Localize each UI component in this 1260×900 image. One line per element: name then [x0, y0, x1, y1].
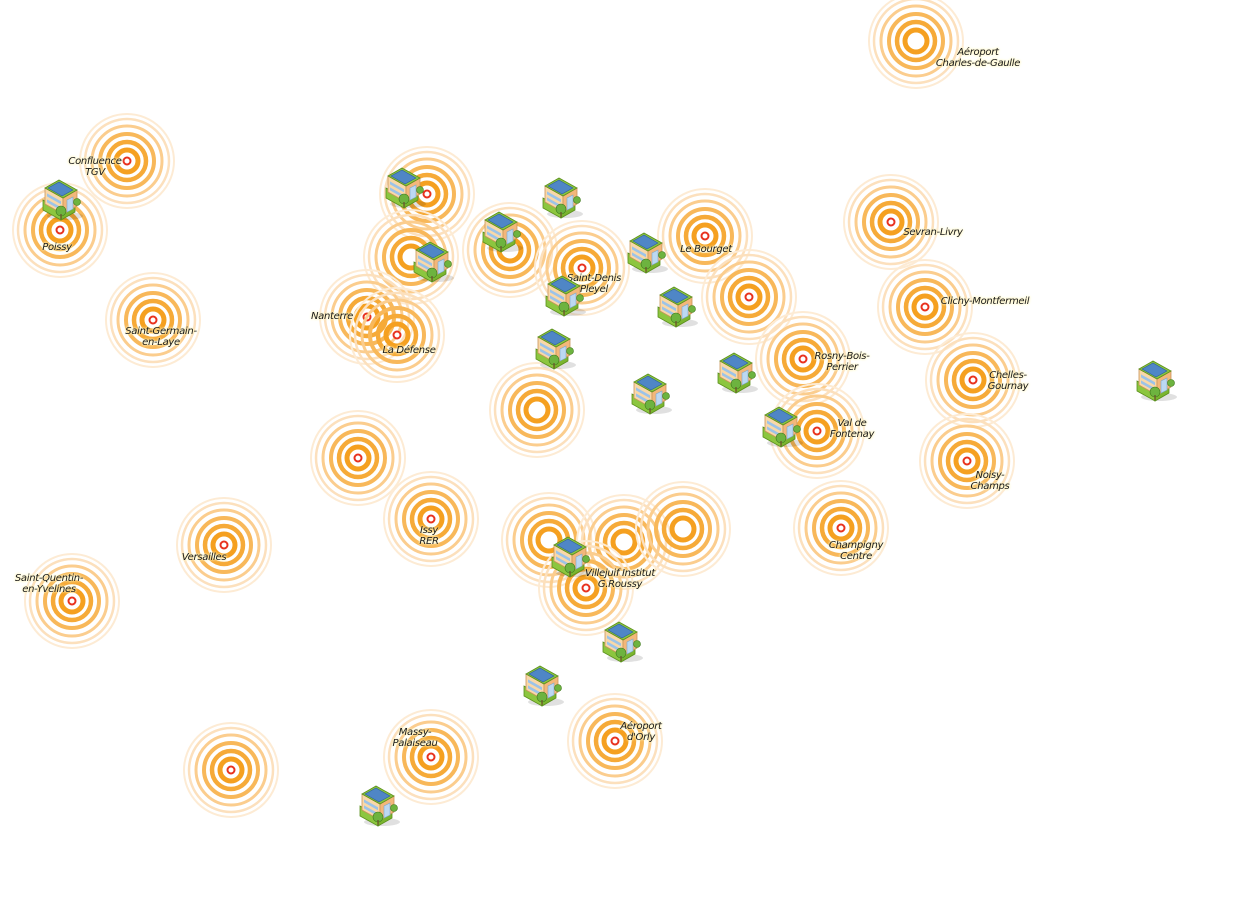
marker-center-dot: [67, 596, 77, 606]
building-icon[interactable]: [599, 620, 645, 664]
station-marker[interactable]: [383, 709, 479, 805]
station-label[interactable]: Villejuif Institut G.Roussy: [585, 568, 655, 590]
marker-center-dot: [610, 736, 620, 746]
station-marker[interactable]: [793, 480, 889, 576]
station-marker[interactable]: [176, 497, 272, 593]
station-marker[interactable]: [183, 722, 279, 818]
building-icon[interactable]: [759, 405, 805, 449]
building-icon[interactable]: [410, 240, 456, 284]
station-marker[interactable]: [919, 413, 1015, 509]
building-icon[interactable]: [520, 664, 566, 708]
building-icon[interactable]: [628, 372, 674, 416]
station-label[interactable]: Noisy- Champs: [970, 470, 1010, 492]
station-marker[interactable]: [310, 410, 406, 506]
marker-center-dot: [219, 540, 229, 550]
building-icon[interactable]: [382, 166, 428, 210]
station-label[interactable]: Saint-Germain- en-Laye: [125, 326, 197, 348]
station-marker[interactable]: [489, 362, 585, 458]
marker-center-dot: [886, 217, 896, 227]
marker-center-dot: [422, 189, 432, 199]
station-label[interactable]: Versailles: [181, 552, 227, 563]
station-label[interactable]: Saint-Quentin- en-Yvelines: [14, 573, 84, 595]
marker-center-dot: [426, 514, 436, 524]
building-icon[interactable]: [532, 327, 578, 371]
marker-center-dot: [581, 583, 591, 593]
station-marker[interactable]: [105, 272, 201, 368]
station-label[interactable]: Confluence TGV: [68, 156, 122, 178]
marker-center-dot: [812, 426, 822, 436]
station-marker[interactable]: [79, 113, 175, 209]
building-icon[interactable]: [39, 178, 85, 222]
station-label[interactable]: Val de Fontenay: [829, 418, 875, 440]
marker-center-dot: [577, 263, 587, 273]
station-marker[interactable]: [383, 471, 479, 567]
building-icon[interactable]: [624, 231, 670, 275]
building-icon[interactable]: [479, 210, 525, 254]
marker-center-dot: [622, 540, 626, 544]
marker-center-dot: [353, 453, 363, 463]
station-marker[interactable]: [701, 249, 797, 345]
marker-center-dot: [535, 408, 539, 412]
station-marker[interactable]: [538, 540, 634, 636]
building-icon[interactable]: [548, 535, 594, 579]
station-label[interactable]: Le Bourget: [680, 244, 732, 255]
station-marker[interactable]: [24, 553, 120, 649]
building-icon[interactable]: [542, 274, 588, 318]
station-label[interactable]: Poissy: [42, 242, 72, 253]
station-label[interactable]: Issy RER: [419, 525, 439, 547]
marker-center-dot: [744, 292, 754, 302]
station-label[interactable]: Aéroport d'Orly: [620, 721, 662, 743]
marker-center-dot: [148, 315, 158, 325]
marker-center-dot: [409, 255, 413, 259]
marker-center-dot: [798, 354, 808, 364]
station-marker[interactable]: [657, 188, 753, 284]
station-label[interactable]: Saint-Denis Pleyel: [567, 273, 621, 295]
station-label[interactable]: Chelles- Gournay: [987, 370, 1029, 392]
station-marker[interactable]: [379, 146, 475, 242]
marker-center-dot: [226, 765, 236, 775]
building-icon[interactable]: [714, 351, 760, 395]
marker-center-dot: [55, 225, 65, 235]
building-icon[interactable]: [539, 176, 585, 220]
station-marker[interactable]: [349, 287, 445, 383]
station-label[interactable]: Massy- Palaiseau: [392, 727, 438, 749]
station-label[interactable]: Clichy-Montfermeil: [940, 296, 1030, 307]
marker-center-dot: [968, 375, 978, 385]
station-marker[interactable]: [843, 174, 939, 270]
station-marker[interactable]: [567, 693, 663, 789]
marker-center-dot: [122, 156, 132, 166]
marker-center-dot: [700, 231, 710, 241]
marker-center-dot: [547, 538, 551, 542]
station-label[interactable]: Sevran-Livry: [903, 227, 963, 238]
station-marker[interactable]: [868, 0, 964, 89]
station-label[interactable]: Champigny Centre: [828, 540, 884, 562]
building-icon[interactable]: [356, 784, 402, 828]
building-icon[interactable]: [1133, 359, 1179, 403]
station-marker[interactable]: [635, 481, 731, 577]
marker-center-dot: [392, 330, 402, 340]
marker-center-dot: [426, 752, 436, 762]
station-label[interactable]: Nanterre: [311, 311, 353, 322]
station-marker[interactable]: [755, 311, 851, 407]
marker-center-dot: [962, 456, 972, 466]
marker-center-dot: [681, 527, 685, 531]
station-label[interactable]: La Défense: [382, 345, 436, 356]
marker-center-dot: [920, 302, 930, 312]
station-marker[interactable]: [877, 259, 973, 355]
marker-center-dot: [836, 523, 846, 533]
station-label[interactable]: Rosny-Bois- Perrier: [814, 351, 870, 373]
marker-center-dot: [914, 39, 918, 43]
station-label[interactable]: Aéroport Charles-de-Gaulle: [935, 47, 1021, 69]
building-icon[interactable]: [654, 285, 700, 329]
